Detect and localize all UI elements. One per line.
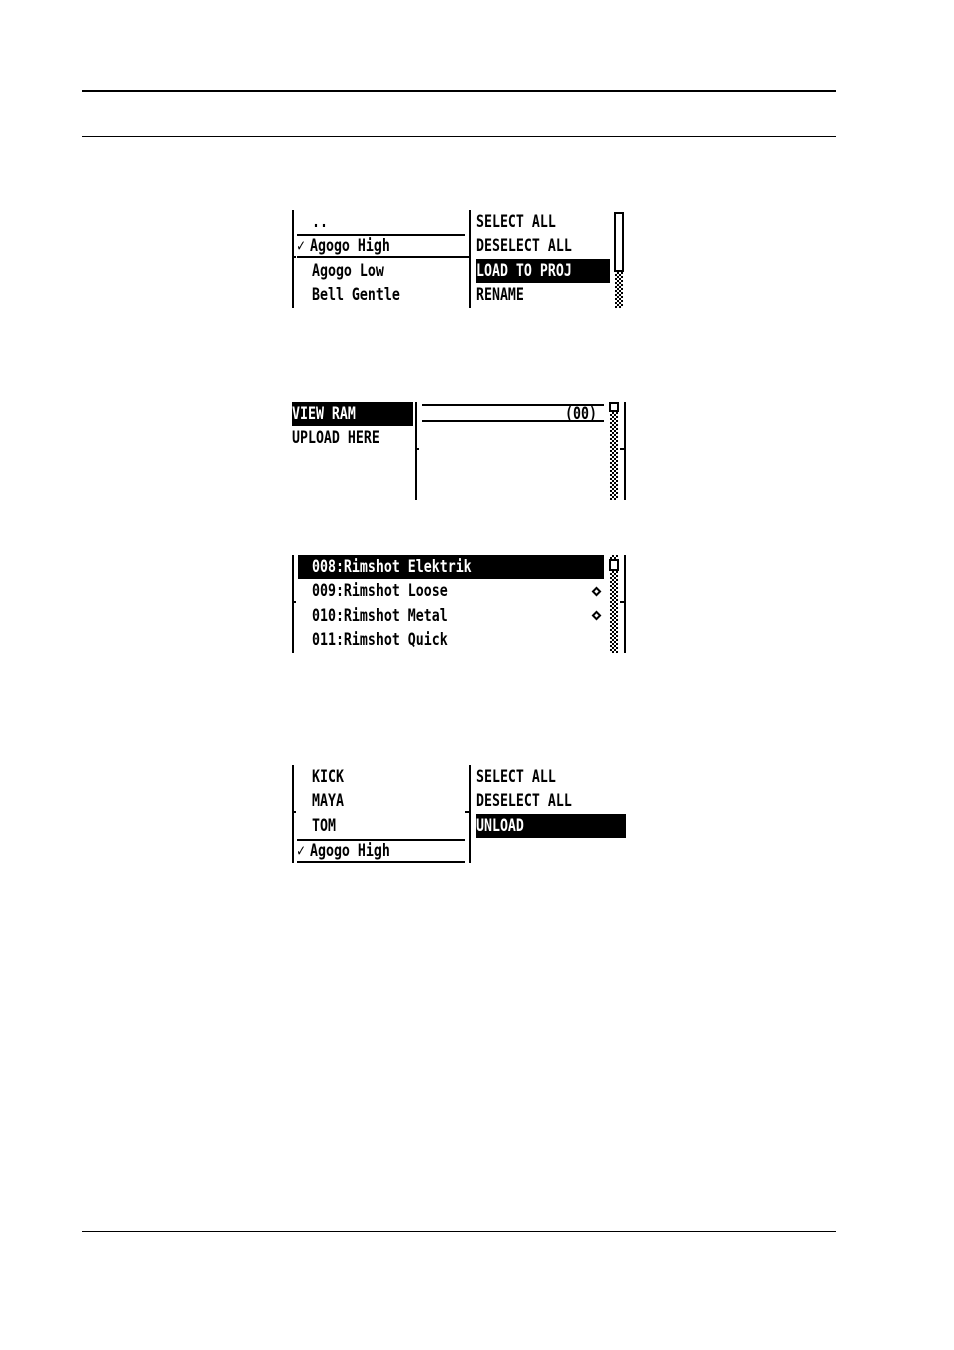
screen-ram-unload-menu: KICK MAYA TOM ✓Agogo High SELECT ALL DES…: [292, 765, 626, 863]
screen-file-browser-menu: .. ✓Agogo High Agogo Low Bell Gentle SEL…: [292, 210, 626, 308]
list-item[interactable]: 011:Rimshot Quick: [312, 628, 582, 652]
menu-item-deselect-all[interactable]: DESELECT ALL: [476, 789, 626, 813]
scrollbar-track: [615, 272, 623, 308]
menu-item-select-all[interactable]: SELECT ALL: [476, 765, 626, 789]
scrollbar[interactable]: [608, 402, 620, 500]
scrollbar-thumb[interactable]: [614, 212, 624, 272]
scrollbar-thumb[interactable]: [609, 559, 619, 571]
left-border: [292, 765, 294, 863]
file-item[interactable]: Bell Gentle: [312, 283, 462, 307]
file-item-checked[interactable]: ✓Agogo High: [297, 839, 465, 863]
right-border: [624, 555, 626, 653]
footer-rule: [82, 1231, 836, 1232]
file-item[interactable]: ..: [312, 210, 462, 234]
header-rule-top: [82, 90, 836, 92]
slot-number: (00): [562, 402, 606, 426]
border-tick: [292, 256, 296, 258]
right-border: [624, 402, 626, 500]
menu-divider: [415, 402, 417, 500]
file-item[interactable]: MAYA: [312, 789, 462, 813]
divider-tick: [465, 256, 469, 258]
file-item[interactable]: KICK: [312, 765, 462, 789]
menu-item-unload[interactable]: UNLOAD: [476, 814, 626, 838]
divider-tick: [465, 811, 469, 813]
scrollbar[interactable]: [608, 555, 620, 653]
list-item[interactable]: 010:Rimshot Metal: [312, 604, 582, 628]
scrollbar-track: [610, 412, 618, 500]
left-border: [292, 210, 294, 308]
scrollbar-thumb[interactable]: [609, 402, 619, 412]
menu-item-load-to-proj[interactable]: LOAD TO PROJ: [476, 259, 610, 283]
menu-item-select-all[interactable]: SELECT ALL: [476, 210, 610, 234]
list-item[interactable]: 009:Rimshot Loose: [312, 579, 582, 603]
marked-icon: [592, 611, 602, 621]
border-tick: [292, 811, 296, 813]
list-item-selected[interactable]: 008:Rimshot Elektrik: [298, 555, 604, 579]
marked-icon: [592, 587, 602, 597]
scrollbar[interactable]: [613, 210, 625, 308]
check-icon: ✓: [297, 236, 307, 256]
menu-item-rename[interactable]: RENAME: [476, 283, 610, 307]
menu-divider: [469, 765, 471, 863]
header-rule-bottom: [82, 136, 836, 137]
border-tick: [620, 448, 624, 450]
left-border: [292, 555, 294, 653]
divider-tick: [415, 448, 419, 450]
file-item[interactable]: TOM: [312, 814, 462, 838]
menu-divider: [469, 210, 471, 308]
screen-ram-menu: VIEW RAM UPLOAD HERE (00): [292, 402, 626, 500]
file-item-checked[interactable]: ✓Agogo High: [297, 234, 465, 258]
menu-item-upload-here[interactable]: UPLOAD HERE: [292, 426, 413, 450]
menu-item-view-ram[interactable]: VIEW RAM: [292, 402, 413, 426]
border-tick: [292, 601, 296, 603]
menu-item-deselect-all[interactable]: DESELECT ALL: [476, 234, 610, 258]
border-tick: [620, 601, 624, 603]
check-icon: ✓: [297, 841, 307, 861]
file-item[interactable]: Agogo Low: [312, 259, 462, 283]
screen-sample-list: 008:Rimshot Elektrik 009:Rimshot Loose 0…: [292, 555, 626, 653]
